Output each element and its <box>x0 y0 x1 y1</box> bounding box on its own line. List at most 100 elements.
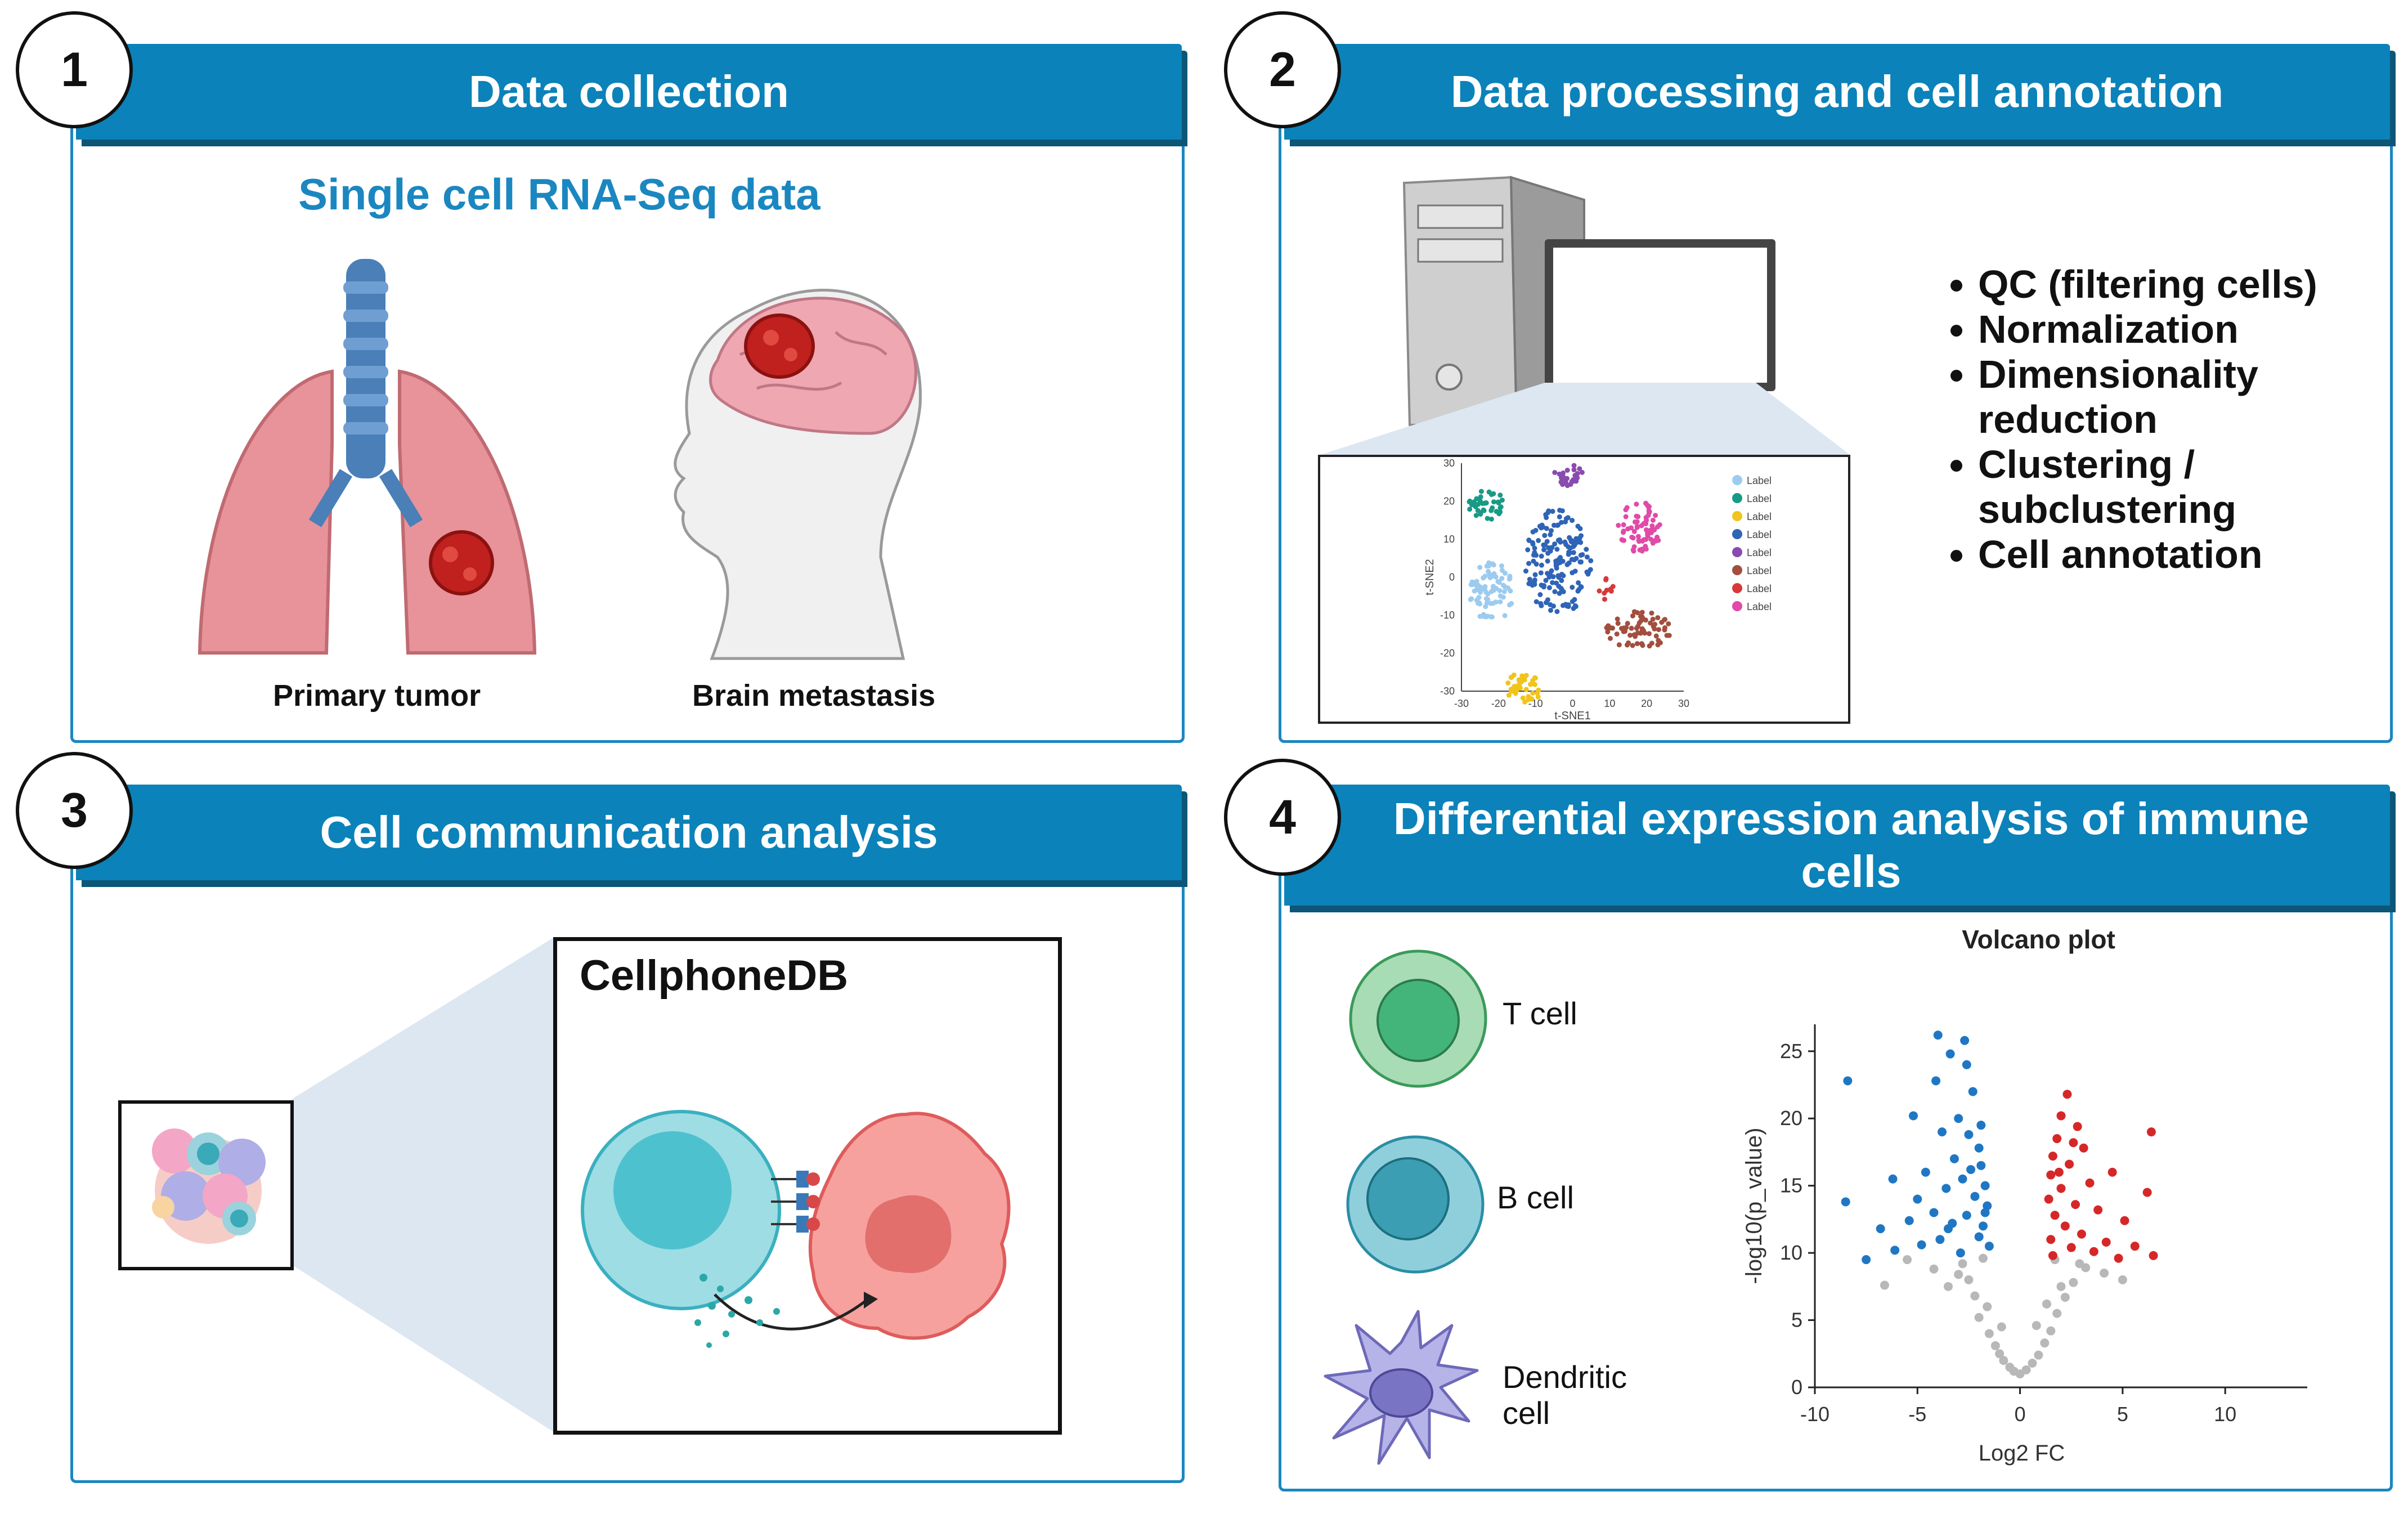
volcano-point <box>2077 1229 2086 1239</box>
tsne-point <box>1527 576 1532 582</box>
tsne-point <box>1564 562 1570 567</box>
volcano-point <box>2073 1122 2082 1131</box>
tsne-point <box>1656 627 1661 633</box>
tsne-point <box>1503 570 1508 576</box>
volcano-point <box>2046 1326 2056 1336</box>
lungs-illustration <box>198 259 537 655</box>
tsne-point <box>1485 613 1490 619</box>
volcano-title: Volcano plot <box>1962 925 2115 954</box>
volcano-point <box>2079 1143 2088 1153</box>
tsne-point <box>1545 597 1550 603</box>
volcano-point <box>1980 1208 1990 1217</box>
tsne-point <box>1483 589 1489 595</box>
tsne-point <box>1546 574 1552 580</box>
tsne-point <box>1623 507 1629 513</box>
tsne-y-tick: -30 <box>1440 686 1455 697</box>
tsne-point <box>1505 585 1511 591</box>
cell-cell-interaction-illustration <box>581 1110 1011 1348</box>
volcano-point <box>2071 1200 2080 1210</box>
tsne-point <box>1544 526 1549 531</box>
volcano-point <box>1888 1174 1898 1184</box>
tsne-point <box>1500 583 1506 588</box>
tsne-point <box>1662 617 1668 622</box>
tsne-point <box>1523 568 1529 574</box>
tsne-point <box>1507 602 1513 608</box>
tsne-point <box>1544 539 1550 544</box>
tsne-point <box>1558 539 1563 545</box>
tsne-point <box>1629 525 1634 531</box>
tsne-point <box>1554 580 1559 586</box>
tsne-point <box>1541 584 1546 590</box>
tsne-point <box>1651 624 1656 629</box>
tsne-point <box>1640 643 1645 648</box>
tsne-point <box>1653 633 1659 639</box>
tsne-point <box>1562 539 1568 545</box>
tsne-point <box>1657 522 1662 527</box>
tsne-point <box>1483 596 1489 602</box>
y-tick-label: 25 <box>1780 1040 1802 1063</box>
tsne-point <box>1620 537 1626 543</box>
volcano-point <box>2149 1251 2158 1260</box>
y-tick-label: 0 <box>1791 1376 1802 1399</box>
volcano-point <box>1929 1264 1939 1274</box>
tsne-plot-frame <box>1318 455 1850 724</box>
tsne-point <box>1550 580 1555 585</box>
tsne-point <box>1532 545 1537 551</box>
tsne-x-tick: 30 <box>1678 698 1689 709</box>
volcano-point <box>1958 1174 1967 1184</box>
tsne-point <box>1578 540 1584 545</box>
volcano-point <box>1943 1224 1953 1234</box>
tsne-point <box>1474 587 1479 593</box>
tsne-point <box>1501 589 1507 594</box>
b-cell-icon <box>1346 1135 1485 1274</box>
tsne-point <box>1605 629 1611 635</box>
tsne-point <box>1522 699 1528 705</box>
tsne-point <box>1630 547 1636 553</box>
tsne-point <box>1499 498 1505 503</box>
step-normalization: Normalization <box>1978 307 2406 352</box>
x-tick-label: 10 <box>2214 1403 2236 1426</box>
volcano-point <box>2056 1111 2066 1121</box>
volcano-point <box>2050 1211 2060 1220</box>
tsne-point <box>1576 580 1581 585</box>
tsne-point <box>1514 688 1519 693</box>
tsne-point <box>1550 603 1556 609</box>
tsne-point <box>1639 614 1645 620</box>
tsne-point <box>1649 610 1654 616</box>
tsne-point <box>1499 576 1505 581</box>
tsne-point <box>1630 613 1635 619</box>
volcano-point <box>2040 1338 2050 1348</box>
tsne-x-tick: -30 <box>1454 698 1469 709</box>
tsne-point <box>1571 550 1576 556</box>
volcano-point <box>1990 1341 2000 1350</box>
tsne-point <box>1538 570 1544 576</box>
tsne-point <box>1580 552 1585 557</box>
volcano-point <box>1962 1060 1971 1069</box>
volcano-point <box>2044 1194 2053 1204</box>
tsne-point <box>1496 500 1501 506</box>
tsne-point <box>1554 609 1560 615</box>
tsne-point <box>1536 687 1541 693</box>
tsne-point <box>1545 550 1551 556</box>
volcano-point <box>1943 1282 1953 1291</box>
tsne-point <box>1497 599 1503 604</box>
tsne-point <box>1666 621 1671 626</box>
tsne-point <box>1634 501 1639 507</box>
tsne-legend-label: Label <box>1747 583 1772 594</box>
volcano-point <box>1995 1349 2005 1359</box>
volcano-point <box>1974 1313 1984 1322</box>
tsne-point <box>1662 627 1667 633</box>
tsne-legend-swatch <box>1732 547 1742 557</box>
panel-4-header: Differential expression analysis of immu… <box>1284 785 2390 906</box>
tsne-legend-swatch <box>1732 475 1742 485</box>
tsne-point <box>1539 525 1544 531</box>
panel-1-header: Data collection <box>76 44 1182 140</box>
brain-metastasis-caption: Brain metastasis <box>692 679 936 713</box>
tsne-point <box>1635 610 1640 616</box>
tsne-point <box>1550 574 1556 580</box>
tsne-point <box>1588 567 1593 572</box>
volcano-point <box>1966 1165 1976 1174</box>
volcano-point <box>2046 1170 2056 1180</box>
tsne-point <box>1505 680 1511 686</box>
